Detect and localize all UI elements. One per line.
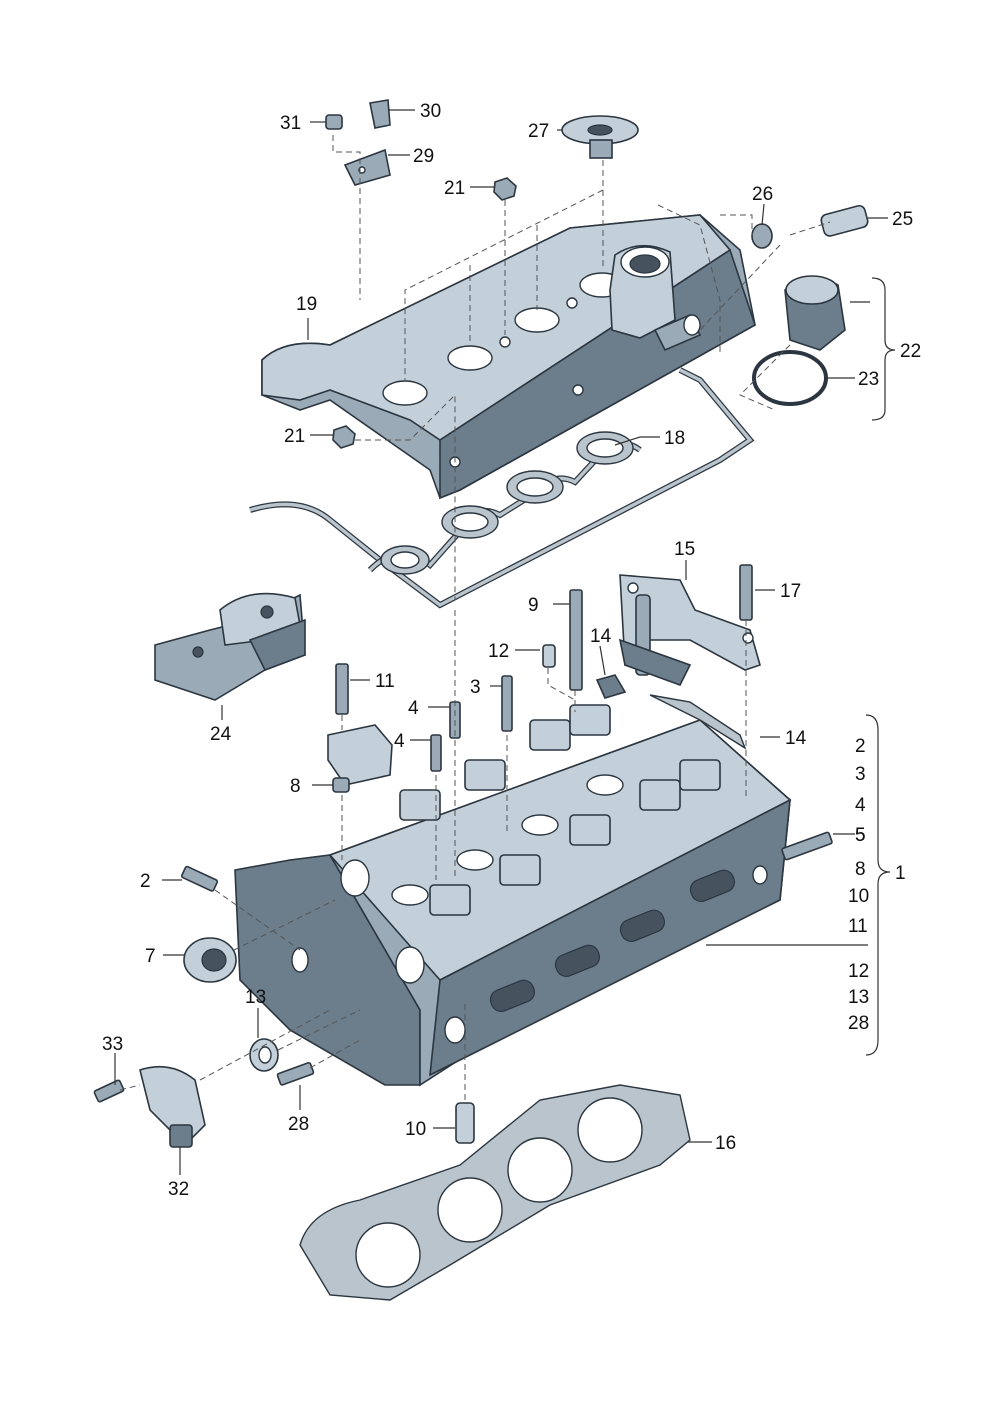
callout-16: 16 (715, 1133, 736, 1154)
callout-33: 33 (102, 1034, 123, 1055)
callout-29: 29 (413, 146, 434, 167)
small-parts (93, 99, 869, 1148)
callout-2: 2 (140, 871, 151, 892)
group-1-item: 11 (848, 916, 868, 937)
callout-4-a: 4 (408, 698, 419, 719)
callout-32: 32 (168, 1179, 189, 1200)
callout-7: 7 (145, 946, 156, 967)
group-1-item: 12 (848, 961, 869, 982)
callout-19: 19 (296, 294, 317, 315)
callouts: 30 31 29 27 21 26 25 19 22 23 21 18 15 1… (102, 101, 921, 1200)
callout-12: 12 (488, 641, 509, 662)
callout-11: 11 (375, 671, 395, 692)
callout-1: 1 (895, 863, 906, 884)
head-gasket (299, 1084, 691, 1301)
group-1-item: 4 (855, 795, 866, 816)
callout-15: 15 (674, 539, 695, 560)
camshaft-guide (618, 574, 761, 686)
group-1-item: 8 (855, 859, 866, 880)
bearing-caps (399, 704, 721, 916)
callout-14-top: 14 (590, 626, 612, 647)
group-1-item: 5 (855, 825, 866, 846)
callout-9: 9 (528, 595, 539, 616)
group-1-item: 10 (848, 886, 869, 907)
valve-cover (261, 214, 756, 500)
callout-24: 24 (210, 724, 232, 745)
callout-22: 22 (900, 341, 921, 362)
callout-28: 28 (288, 1114, 309, 1135)
callout-26: 26 (752, 184, 773, 205)
callout-3: 3 (470, 677, 481, 698)
callout-17: 17 (780, 581, 801, 602)
callout-21-top: 21 (444, 178, 465, 199)
callout-31: 31 (280, 113, 301, 134)
callout-14-right: 14 (785, 728, 807, 749)
callout-25: 25 (892, 209, 913, 230)
bearing-cap-24 (154, 592, 306, 701)
assembly-lines (119, 135, 831, 1100)
group-1-item: 13 (848, 987, 869, 1008)
callout-27: 27 (528, 121, 549, 142)
callout-8: 8 (290, 776, 301, 797)
leader-lines (114, 109, 896, 1175)
valve-cover-gasket (249, 367, 755, 609)
callout-4-b: 4 (394, 731, 405, 752)
callout-21-mid: 21 (284, 426, 305, 447)
group-1-item: 28 (848, 1013, 869, 1034)
cylinder-head (234, 704, 792, 1087)
callout-23: 23 (858, 369, 879, 390)
group-1-item: 2 (855, 736, 866, 757)
callout-5: 5 (855, 825, 866, 846)
callout-10: 10 (405, 1119, 426, 1140)
callout-30: 30 (420, 101, 441, 122)
callout-13: 13 (245, 987, 266, 1008)
group-1-item: 3 (855, 764, 866, 785)
callout-18: 18 (664, 428, 685, 449)
